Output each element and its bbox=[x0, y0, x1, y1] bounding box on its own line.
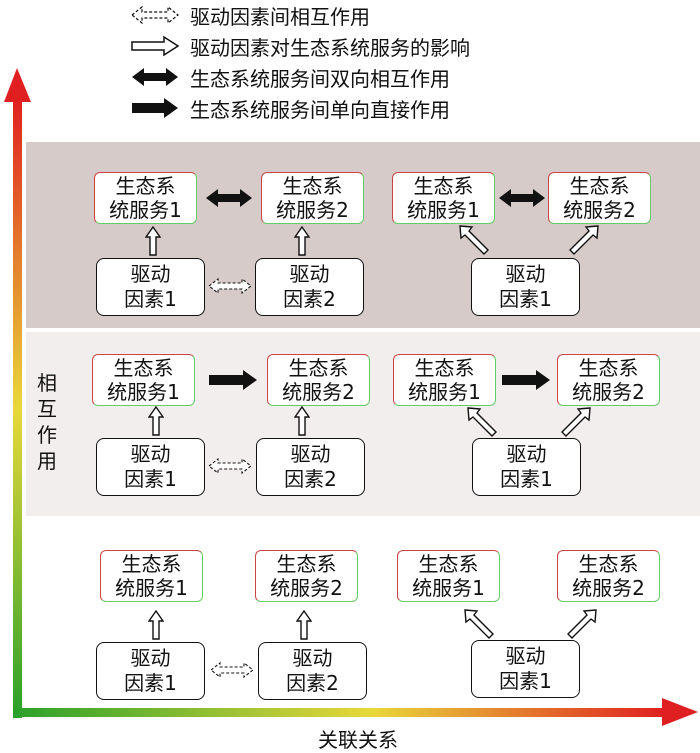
legend-label: 生态系统服务间双向相互作用 bbox=[190, 66, 450, 91]
es-box-2: 生态系统服务2 bbox=[557, 354, 660, 406]
legend-item-driver-interaction: 驱动因素间相互作用 bbox=[130, 2, 370, 29]
hollow-arrow-up-icon bbox=[294, 226, 310, 256]
hollow-arrow-diagonal-icon bbox=[464, 609, 494, 639]
driver-box-1: 驱动因素1 bbox=[96, 258, 205, 316]
es-box-1: 生态系统服务1 bbox=[100, 550, 203, 602]
hollow-arrow-up-icon bbox=[145, 226, 161, 256]
es-box-1: 生态系统服务1 bbox=[92, 354, 195, 406]
solid-arrow-icon bbox=[209, 370, 257, 390]
driver-box-2: 驱动因素2 bbox=[255, 258, 364, 316]
driver-box-1: 驱动因素1 bbox=[471, 258, 580, 316]
dashed-double-arrow-icon bbox=[208, 277, 252, 295]
solid-double-arrow-icon bbox=[132, 68, 178, 86]
driver-box-1: 驱动因素1 bbox=[96, 642, 205, 700]
legend-label: 生态系统服务间单向直接作用 bbox=[190, 97, 450, 122]
hollow-arrow-icon bbox=[131, 35, 180, 57]
hollow-arrow-diagonal-icon bbox=[467, 407, 497, 437]
legend-label: 驱动因素对生态系统服务的影响 bbox=[190, 35, 470, 60]
hollow-arrow-up-icon bbox=[148, 406, 164, 436]
solid-double-arrow-icon bbox=[206, 189, 252, 207]
es-box-1: 生态系统服务1 bbox=[397, 550, 500, 602]
driver-box-1: 驱动因素1 bbox=[96, 438, 205, 496]
legend-item-es-bidirectional: 生态系统服务间双向相互作用 bbox=[130, 64, 450, 91]
es-box-1: 生态系统服务1 bbox=[94, 172, 197, 224]
y-axis-arrow bbox=[4, 68, 31, 718]
hollow-arrow-diagonal-icon bbox=[569, 225, 599, 255]
dashed-double-arrow-icon bbox=[208, 457, 252, 475]
solid-double-arrow-icon bbox=[499, 189, 545, 207]
es-box-2: 生态系统服务2 bbox=[267, 354, 370, 406]
driver-box-2: 驱动因素2 bbox=[258, 642, 367, 700]
legend-item-driver-effect: 驱动因素对生态系统服务的影响 bbox=[130, 33, 470, 60]
es-box-2: 生态系统服务2 bbox=[261, 172, 364, 224]
hollow-arrow-diagonal-icon bbox=[459, 225, 489, 255]
solid-arrow-icon bbox=[502, 370, 550, 390]
es-box-2: 生态系统服务2 bbox=[548, 172, 651, 224]
dashed-double-arrow-icon bbox=[210, 661, 254, 679]
hollow-arrow-diagonal-icon bbox=[561, 407, 591, 437]
hollow-arrow-up-icon bbox=[296, 610, 312, 640]
hollow-arrow-diagonal-icon bbox=[567, 609, 597, 639]
legend-item-es-unidirectional: 生态系统服务间单向直接作用 bbox=[130, 95, 450, 122]
hollow-arrow-up-icon bbox=[294, 406, 310, 436]
hollow-arrow-up-icon bbox=[148, 610, 164, 640]
driver-box-2: 驱动因素2 bbox=[256, 438, 365, 496]
driver-box-1: 驱动因素1 bbox=[472, 438, 581, 496]
es-box-1: 生态系统服务1 bbox=[393, 354, 496, 406]
solid-arrow-icon bbox=[132, 98, 178, 118]
y-axis-label: 相互作用 bbox=[37, 371, 57, 473]
x-axis-arrow bbox=[13, 698, 698, 726]
es-box-2: 生态系统服务2 bbox=[255, 550, 358, 602]
es-box-1: 生态系统服务1 bbox=[392, 172, 495, 224]
dashed-double-arrow-icon bbox=[131, 5, 179, 25]
es-box-2: 生态系统服务2 bbox=[557, 550, 660, 602]
driver-box-1: 驱动因素1 bbox=[471, 640, 580, 698]
x-axis-label: 关联关系 bbox=[318, 728, 398, 752]
legend-label: 驱动因素间相互作用 bbox=[190, 4, 370, 29]
